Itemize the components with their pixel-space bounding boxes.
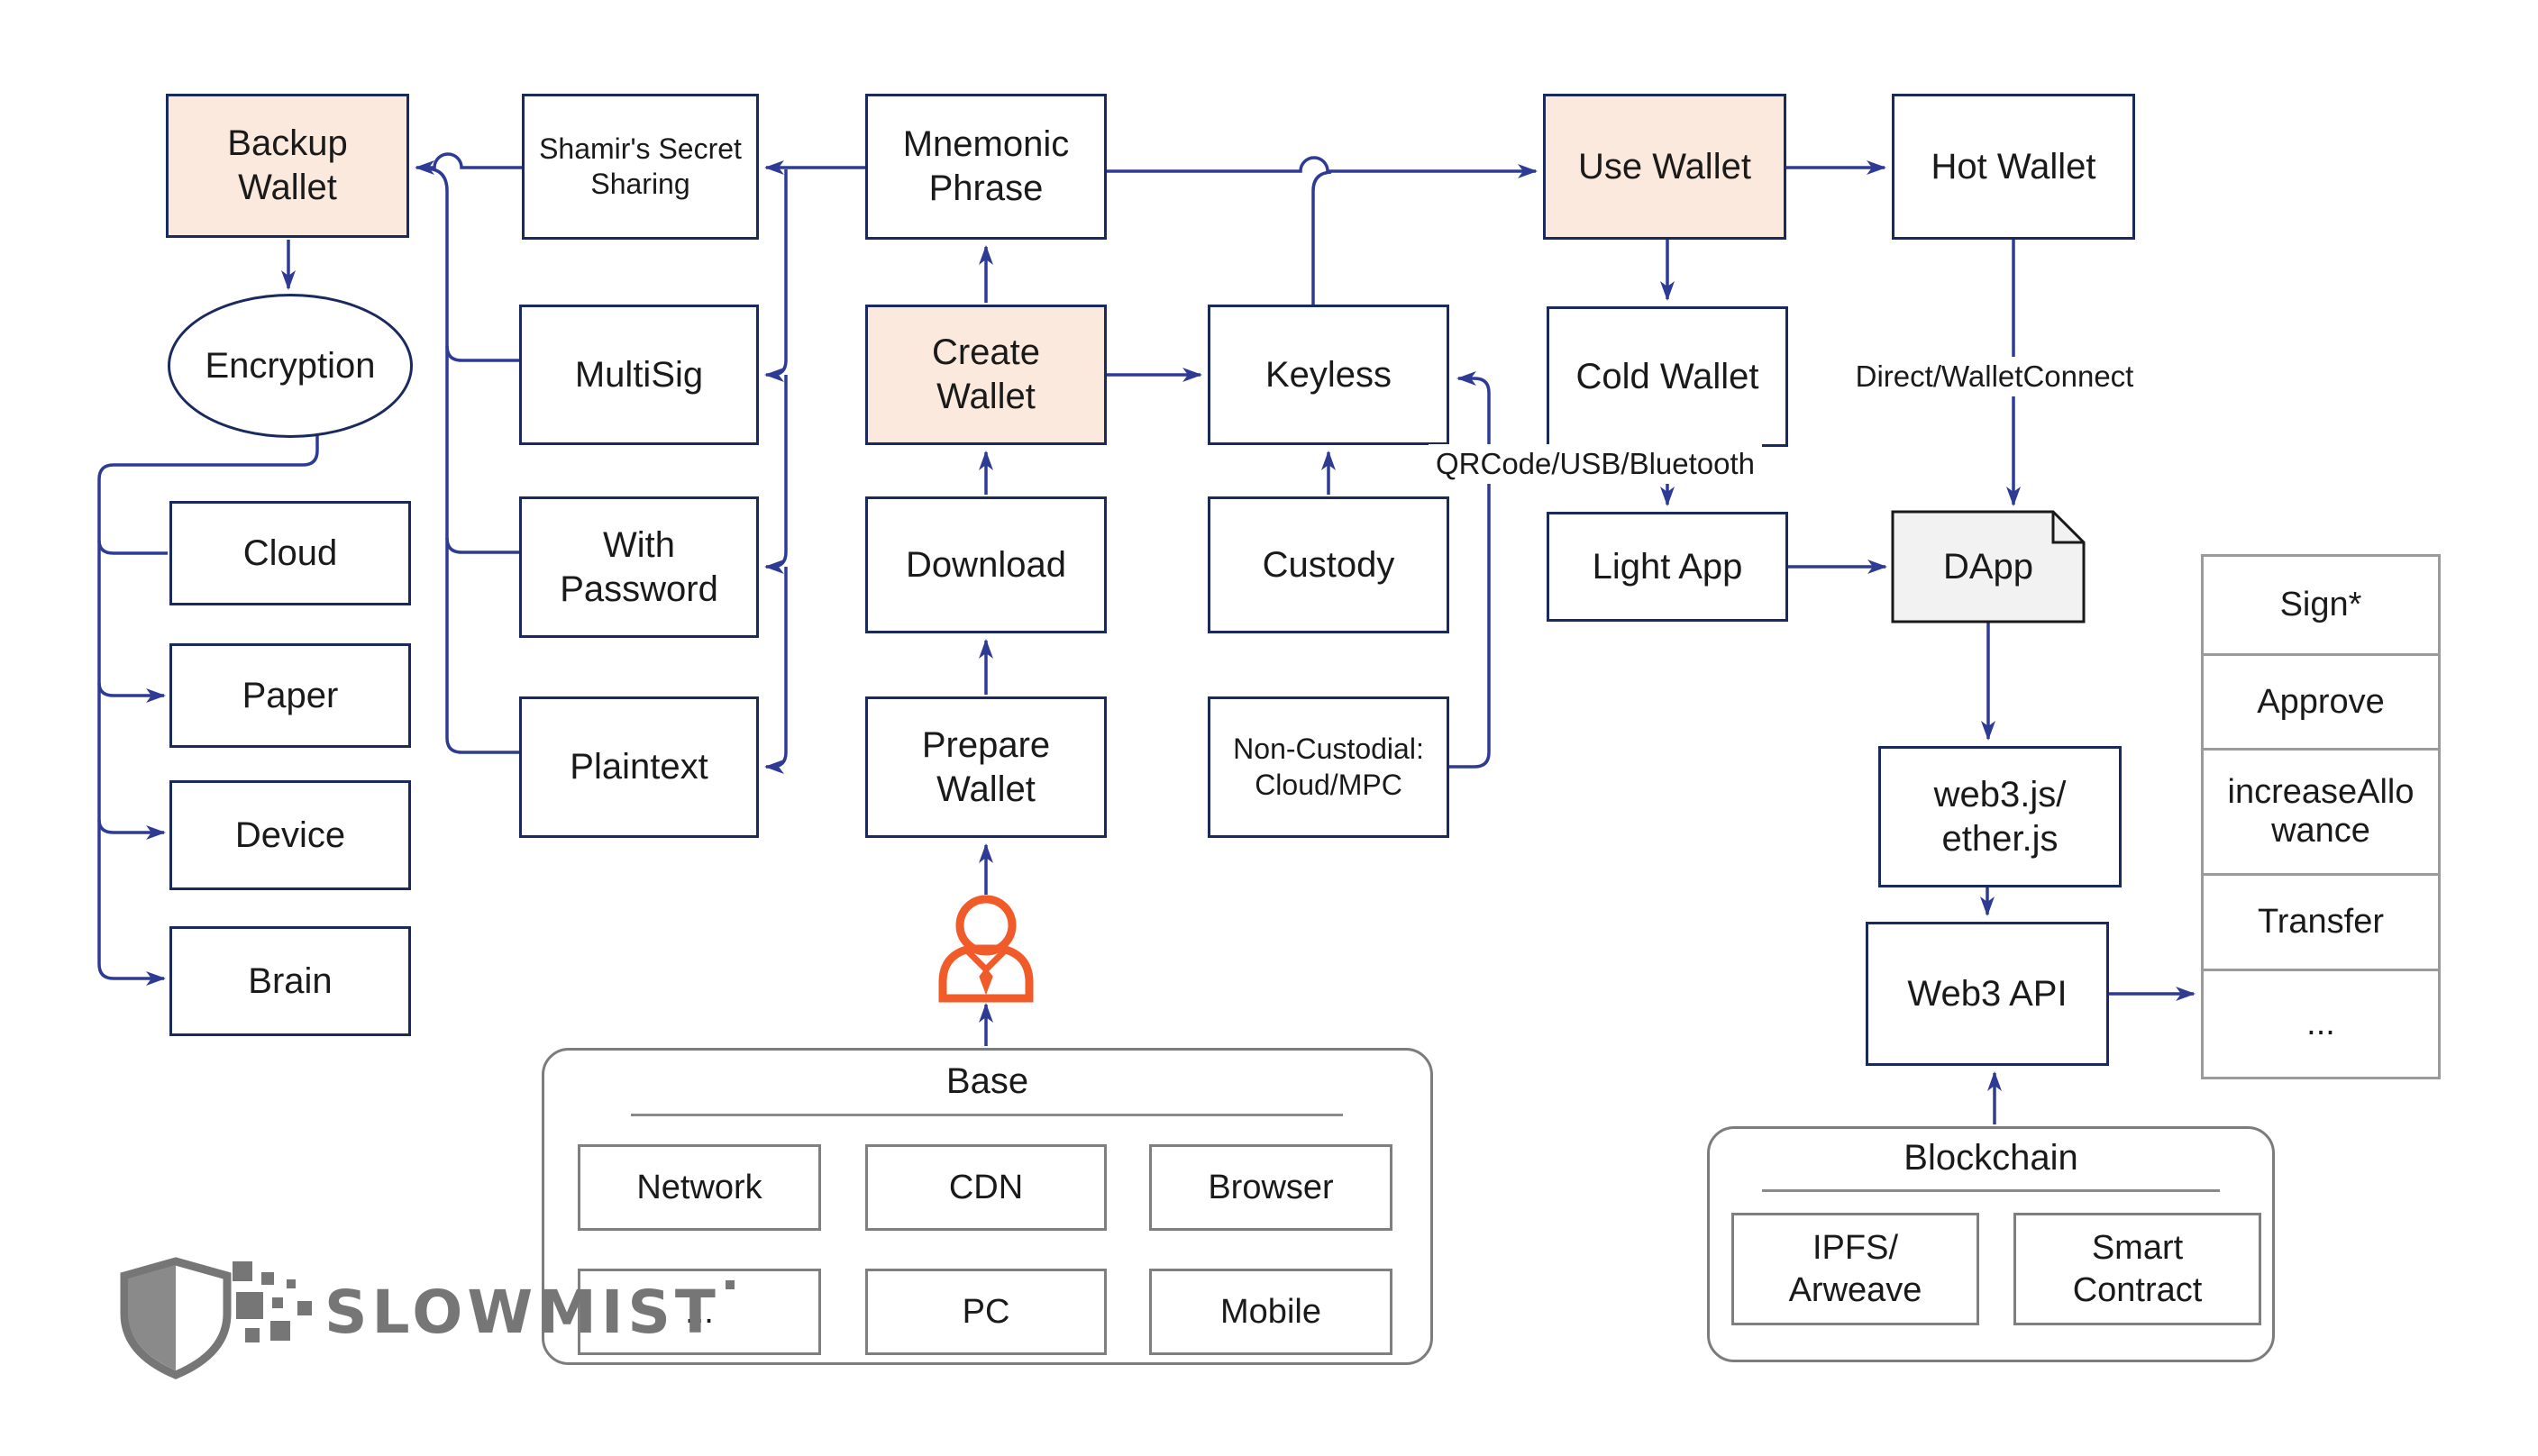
node-prepare-wallet: Prepare Wallet bbox=[865, 696, 1107, 838]
node-dapp: DApp bbox=[1942, 546, 2034, 587]
base-item-pc: PC bbox=[865, 1269, 1107, 1355]
node-download: Download bbox=[865, 496, 1107, 633]
node-cloud: Cloud bbox=[169, 501, 411, 605]
node-custody: Custody bbox=[1208, 496, 1449, 633]
node-brain: Brain bbox=[169, 926, 411, 1036]
blockchain-title-separator bbox=[1762, 1189, 2220, 1192]
slowmist-logo: SLOWMIST bbox=[101, 1252, 735, 1379]
node-multisig: MultiSig bbox=[519, 305, 759, 445]
node-use-wallet: Use Wallet bbox=[1543, 94, 1786, 240]
method-list-item-transfer: Transfer bbox=[2201, 873, 2441, 971]
method-list-item-approve: Approve bbox=[2201, 653, 2441, 751]
node-keyless: Keyless bbox=[1208, 305, 1449, 445]
node-mnemonic-phrase: Mnemonic Phrase bbox=[865, 94, 1107, 240]
base-item-network: Network bbox=[578, 1144, 821, 1231]
method-list-item-more: ... bbox=[2201, 969, 2441, 1079]
node-light-app: Light App bbox=[1547, 512, 1788, 622]
method-list-item-sign: Sign* bbox=[2201, 554, 2441, 656]
slowmist-shield-spacer bbox=[101, 1252, 308, 1379]
node-shamirs-secret-sharing: Shamir's Secret Sharing bbox=[522, 94, 759, 240]
node-hot-wallet: Hot Wallet bbox=[1892, 94, 2135, 240]
node-with-password: With Password bbox=[519, 496, 759, 638]
node-web3js-etherjs: web3.js/ ether.js bbox=[1878, 746, 2122, 887]
node-backup-wallet: Backup Wallet bbox=[166, 94, 409, 238]
node-device: Device bbox=[169, 780, 411, 890]
base-item-more: ... bbox=[578, 1269, 821, 1355]
base-item-cdn: CDN bbox=[865, 1144, 1107, 1231]
edge-label-direct-walletconnect: Direct/WalletConnect bbox=[1848, 357, 2141, 396]
node-cold-wallet: Cold Wallet bbox=[1547, 306, 1788, 447]
base-item-mobile: Mobile bbox=[1149, 1269, 1392, 1355]
node-non-custodial: Non-Custodial: Cloud/MPC bbox=[1208, 696, 1449, 838]
person-icon bbox=[938, 895, 1034, 1003]
base-title-separator bbox=[631, 1114, 1343, 1116]
base-container-title: Base bbox=[945, 1061, 1029, 1101]
method-list-item-increaseallowance: increaseAllowance bbox=[2201, 748, 2441, 876]
node-web3-api: Web3 API bbox=[1866, 922, 2109, 1066]
blockchain-container-title: Blockchain bbox=[1904, 1138, 2078, 1178]
edge-label-qrcode-usb-bluetooth: QRCode/USB/Bluetooth bbox=[1428, 444, 1763, 484]
slowmist-shield-icon bbox=[120, 1257, 312, 1379]
dapp-document-shape bbox=[1891, 510, 2086, 623]
node-plaintext: Plaintext bbox=[519, 696, 759, 838]
node-encryption: Encryption bbox=[168, 294, 413, 438]
node-paper: Paper bbox=[169, 643, 411, 748]
slowmist-logo-text: SLOWMIST bbox=[324, 1277, 720, 1347]
node-create-wallet: Create Wallet bbox=[865, 305, 1107, 445]
blockchain-item-ipfs-arweave: IPFS/ Arweave bbox=[1731, 1213, 1979, 1325]
base-item-browser: Browser bbox=[1149, 1144, 1392, 1231]
blockchain-item-smart-contract: Smart Contract bbox=[2013, 1213, 2261, 1325]
logo-trademark-dot bbox=[725, 1280, 735, 1289]
